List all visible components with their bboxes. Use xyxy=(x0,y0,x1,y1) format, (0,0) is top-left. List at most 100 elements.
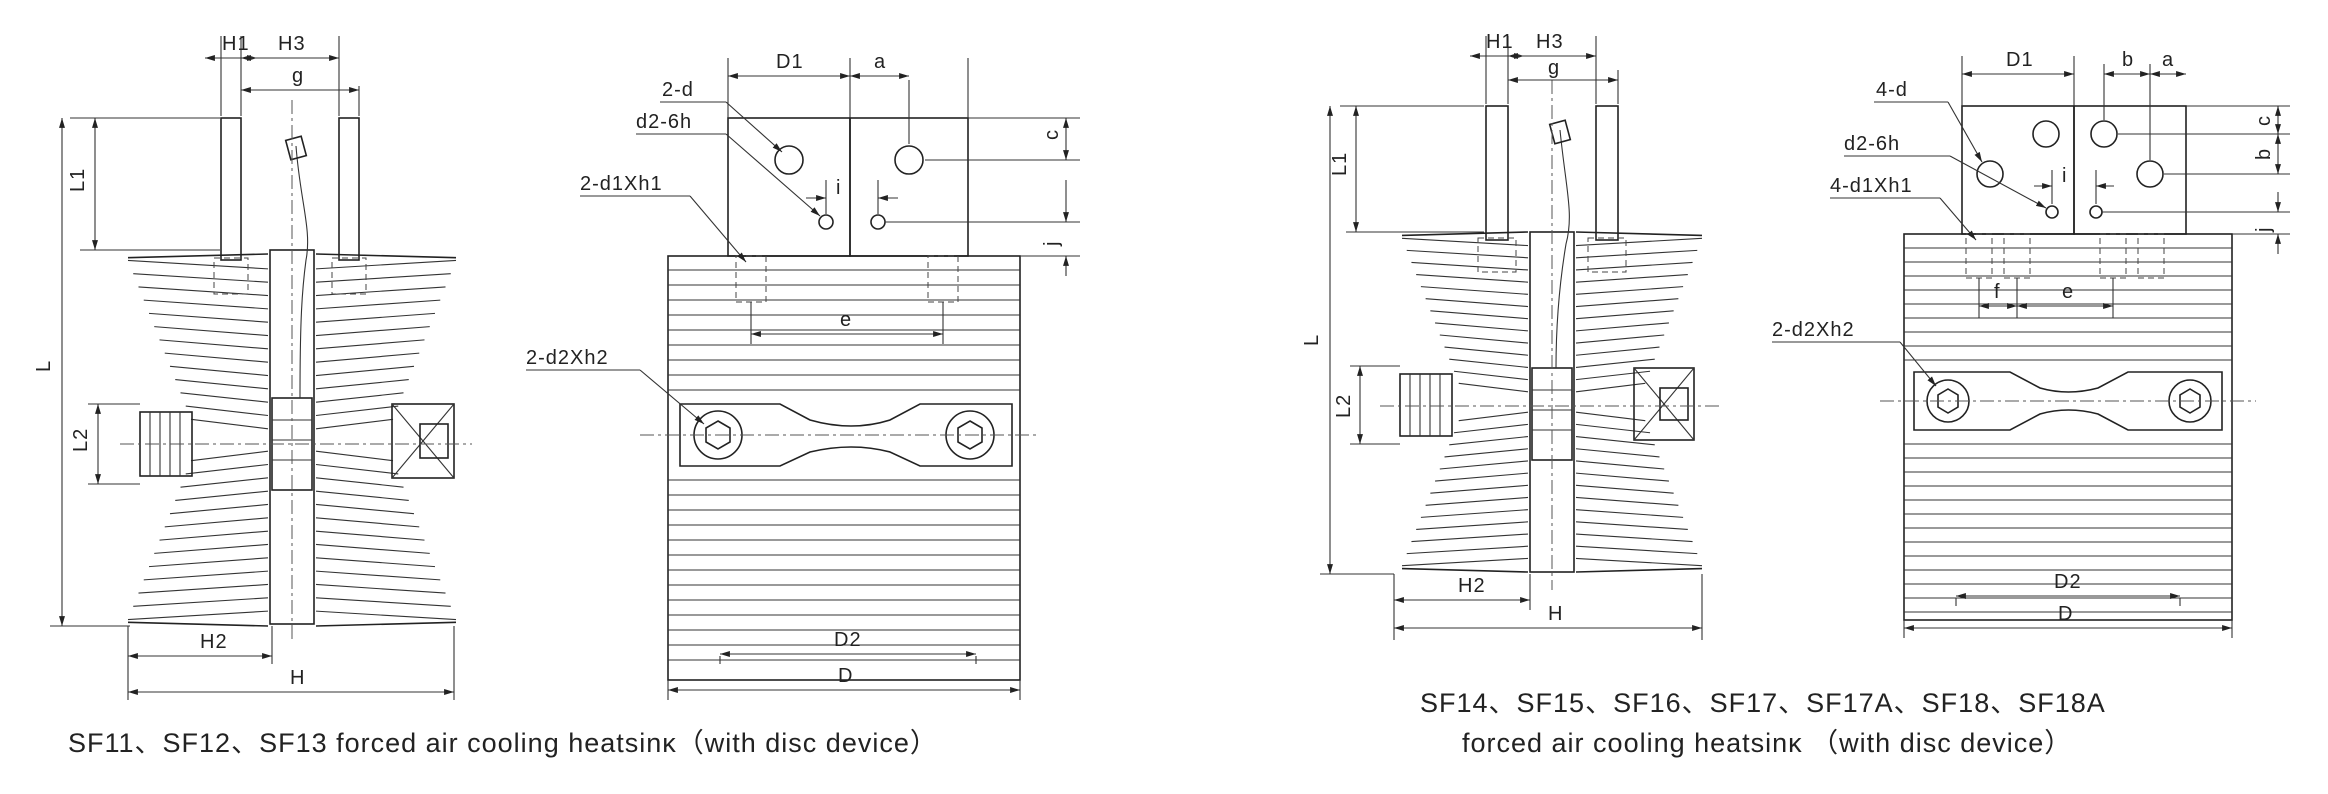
rs-H2-label: H2 xyxy=(1458,575,1486,597)
ls-L1-label: L1 xyxy=(67,168,89,192)
ls-L2-label: L2 xyxy=(70,428,92,452)
lf-2-d2xh2-label: 2-d2Xh2 xyxy=(526,347,609,369)
rs-fin xyxy=(1444,448,1529,458)
ls-H1-label: H1 xyxy=(222,33,250,55)
ls-fin xyxy=(315,570,441,581)
rs-fin-edge xyxy=(1575,231,1703,237)
ls-fin xyxy=(148,312,269,323)
left-side-fins xyxy=(127,253,457,627)
rs-fin xyxy=(1449,436,1529,446)
ls-fin xyxy=(143,570,269,581)
rf-e-label: e xyxy=(2062,281,2074,303)
ls-fin xyxy=(185,463,269,475)
ls-fin xyxy=(315,379,409,390)
ls-fin xyxy=(185,405,269,417)
ls-fin xyxy=(315,543,430,554)
ls-fin xyxy=(315,418,394,430)
rs-fin xyxy=(1401,557,1529,567)
rs-fin xyxy=(1449,358,1529,368)
ls-fin xyxy=(315,259,457,270)
rs-H3-label: H3 xyxy=(1536,31,1564,53)
ls-fin xyxy=(315,286,446,297)
ls-fin xyxy=(180,392,269,403)
rf-c-label: c xyxy=(2253,115,2275,126)
rs-L-label: L xyxy=(1301,334,1323,346)
ls-g-label: g xyxy=(292,65,304,87)
rs-fin xyxy=(1420,286,1529,295)
rf-D2-label: D2 xyxy=(2054,571,2082,593)
ls-fin xyxy=(315,530,425,541)
rs-fin xyxy=(1416,521,1529,531)
ls-fin xyxy=(164,352,269,363)
ls-fin xyxy=(315,273,451,283)
rs-fin xyxy=(1430,310,1529,320)
ls-fin xyxy=(154,326,269,337)
rf-2-d2xh2-label: 2-d2Xh2 xyxy=(1772,319,1855,341)
ls-fin xyxy=(159,339,269,350)
rs-fin-edge xyxy=(1575,567,1703,573)
rs-fin xyxy=(1575,557,1703,567)
lf-D-label: D xyxy=(838,665,853,687)
ls-fin xyxy=(148,557,269,568)
rs-fin xyxy=(1444,346,1529,356)
ls-fin xyxy=(169,365,269,377)
lf-D1-label: D1 xyxy=(776,51,804,73)
ls-fin xyxy=(315,352,420,363)
ls-fin xyxy=(315,557,436,568)
ls-fin xyxy=(133,273,269,283)
ls-fin xyxy=(315,365,415,377)
ls-fin xyxy=(315,583,446,594)
rs-fin xyxy=(1575,322,1669,332)
ls-fin-edge xyxy=(315,621,457,627)
left-front-fins xyxy=(668,269,1020,661)
rs-fin xyxy=(1406,249,1529,259)
rs-fin xyxy=(1453,423,1529,434)
rs-fin xyxy=(1416,273,1529,283)
rs-fin xyxy=(1435,322,1529,332)
rs-fin xyxy=(1575,273,1688,283)
lf-d2-6h-label: d2-6h xyxy=(636,111,692,133)
rs-fin xyxy=(1575,484,1674,494)
ls-fin xyxy=(315,490,409,501)
lf-D2-label: D2 xyxy=(834,629,862,651)
rf-b-side-label: b xyxy=(2253,148,2275,160)
ls-fin xyxy=(315,517,420,528)
rs-g-label: g xyxy=(1548,57,1560,79)
right-front-fins xyxy=(1904,247,2232,613)
rs-fin-edge xyxy=(1401,567,1529,573)
ls-H-label: H xyxy=(290,667,305,689)
ls-fin-edge xyxy=(127,621,269,627)
right-caption-line-2: forced air cooling heatsinĸ （with disc d… xyxy=(1462,728,2072,758)
lf-2d-label: 2-d xyxy=(662,79,694,101)
ls-fin xyxy=(315,326,430,337)
ls-fin xyxy=(315,610,457,621)
rs-fin xyxy=(1575,436,1655,446)
ls-fin xyxy=(315,503,415,515)
lf-2-d1xh1-label: 2-d1Xh1 xyxy=(580,173,663,195)
left-side-view: H1 H3 g L1 L L2 H2 H xyxy=(33,33,472,700)
ls-fin xyxy=(154,543,269,554)
ls-fin xyxy=(180,477,269,488)
rs-fin xyxy=(1425,298,1529,308)
ls-fin xyxy=(190,418,269,430)
ls-fin xyxy=(127,259,269,270)
rf-i-label: i xyxy=(2062,165,2067,187)
right-caption-line-1: SF14、SF15、SF16、SF17、SF17A、SF18、SF18A xyxy=(1420,688,2106,718)
ls-fin-edge xyxy=(127,253,269,259)
rs-fin xyxy=(1575,249,1698,259)
rs-fin xyxy=(1439,460,1529,470)
rs-fin xyxy=(1575,370,1651,381)
rs-fin xyxy=(1575,460,1665,470)
ls-H3-label: H3 xyxy=(278,33,306,55)
rs-fin xyxy=(1453,370,1529,381)
rs-fin xyxy=(1425,496,1529,506)
ls-L-label: L xyxy=(33,360,55,372)
rs-fin xyxy=(1575,358,1655,368)
rs-fin xyxy=(1458,411,1529,422)
ls-fin xyxy=(315,597,451,607)
rf-b-top-label: b xyxy=(2122,49,2134,71)
rs-fin xyxy=(1575,334,1665,344)
rs-H1-label: H1 xyxy=(1486,31,1514,53)
